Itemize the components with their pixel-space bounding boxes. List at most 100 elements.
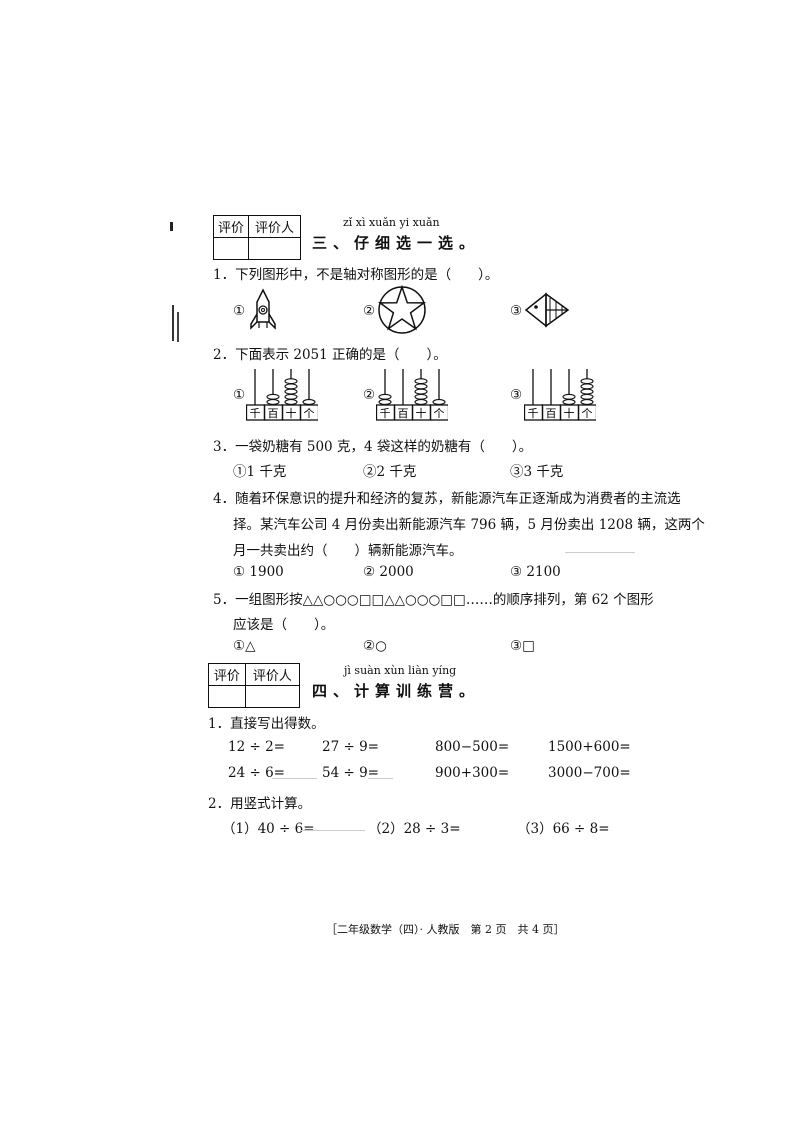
abacus-bead — [284, 393, 298, 400]
grader-label: 评价人 — [244, 663, 301, 686]
grade-cell[interactable] — [212, 237, 250, 260]
option-marker: ③ — [510, 387, 523, 403]
question-text: 月一共卖出约（ ）辆新能源汽车。 — [233, 543, 463, 559]
abacus-bead — [378, 399, 392, 405]
option-marker: ② — [363, 387, 376, 403]
calc-item: （1）40 ÷ 6= — [222, 821, 315, 837]
calc-item: （2）28 ÷ 3= — [368, 821, 461, 837]
option-2kg[interactable]: ②2 千克 — [363, 464, 417, 480]
place-box — [429, 404, 448, 421]
grade-box: 评价评价人 — [212, 215, 301, 260]
abacus-bead — [284, 399, 298, 405]
place-label: 百 — [398, 407, 409, 420]
place-label: 个 — [582, 407, 593, 420]
place-label: 百 — [546, 407, 557, 420]
place-box — [299, 404, 318, 421]
option-1900[interactable]: ① 1900 — [233, 564, 284, 580]
grade-cell[interactable] — [208, 685, 246, 708]
abacus-bead — [580, 399, 594, 405]
calc-item: 27 ÷ 9= — [322, 739, 379, 755]
abacus-bead — [284, 383, 298, 390]
abacus-bead — [302, 399, 316, 405]
grade-label: 评价 — [212, 215, 250, 238]
question-text: 择。某汽车公司 4 月份卖出新能源汽车 796 辆，5 月份卖出 1208 辆，… — [233, 517, 705, 533]
abacus-bead — [562, 399, 576, 405]
option-marker: ① — [233, 387, 246, 403]
place-label: 十 — [416, 406, 427, 420]
place-label: 十 — [286, 406, 297, 420]
abacus-bead — [580, 383, 594, 390]
abacus-bead — [284, 388, 298, 395]
option-marker: ② — [363, 303, 376, 319]
abacus-figure: 千百十个 — [376, 369, 448, 421]
abacus-bead — [284, 378, 298, 385]
abacus-bead — [266, 393, 280, 400]
section-pinyin: jì suàn xùn liàn yíng — [344, 664, 457, 677]
abacus-bead — [378, 393, 392, 400]
place-label: 千 — [250, 407, 261, 420]
option-2000[interactable]: ② 2000 — [363, 564, 414, 580]
option-marker: ① — [233, 303, 246, 319]
section-title: 三、仔细选一选。 — [312, 234, 481, 252]
place-box — [577, 404, 596, 421]
calc-item: 12 ÷ 2= — [228, 739, 285, 755]
option-square[interactable]: ③□ — [510, 638, 535, 654]
scan-mark — [177, 312, 179, 342]
grader-cell[interactable] — [244, 685, 301, 708]
fish-figure — [524, 292, 570, 328]
option-2100[interactable]: ③ 2100 — [510, 564, 561, 580]
section-pinyin: zǐ xì xuǎn yi xuǎn — [343, 216, 440, 229]
place-label: 千 — [380, 407, 391, 420]
option-3kg[interactable]: ③3 千克 — [510, 464, 564, 480]
place-label: 个 — [434, 407, 445, 420]
calc-item: 24 ÷ 6= — [228, 765, 285, 781]
abacus-figure: 千百十个 — [524, 369, 596, 421]
abacus-bead — [580, 378, 594, 385]
abacus-bead — [414, 388, 428, 395]
star-in-circle-figure — [377, 285, 427, 334]
abacus-bead — [580, 393, 594, 400]
calc-item: 900+300= — [435, 765, 510, 781]
abacus-bead — [580, 388, 594, 395]
faint-line — [565, 552, 635, 553]
option-circle[interactable]: ②○ — [363, 638, 387, 654]
abacus-bead — [432, 399, 446, 405]
abacus-figure: 千百十个 — [246, 369, 318, 421]
abacus-bead — [414, 393, 428, 400]
question-text: 5．一组图形按△△○○○□□△△○○○□□……的顺序排列，第 62 个图形 — [213, 592, 654, 608]
option-marker: ③ — [510, 303, 523, 319]
grade-label: 评价 — [208, 663, 246, 686]
place-label: 千 — [528, 407, 539, 420]
grader-label: 评价人 — [248, 215, 301, 238]
question-text: 3．一袋奶糖有 500 克，4 袋这样的奶糖有（ ）。 — [213, 439, 533, 455]
option-1kg[interactable]: ①1 千克 — [233, 464, 287, 480]
abacus-bead — [266, 399, 280, 405]
grader-cell[interactable] — [248, 237, 301, 260]
section-title: 四、计算训练营。 — [312, 682, 481, 700]
faint-line — [368, 778, 393, 779]
place-label: 个 — [304, 407, 315, 420]
place-label: 十 — [564, 406, 575, 420]
abacus-bead — [414, 383, 428, 390]
abacus-bead — [562, 393, 576, 400]
abacus-bead — [414, 399, 428, 405]
grade-box: 评价评价人 — [208, 663, 301, 708]
scan-mark — [172, 305, 174, 341]
question-text: 4．随着环保意识的提升和经济的复苏，新能源汽车正逐渐成为消费者的主流选 — [213, 491, 681, 507]
calc-item: 1500+600= — [548, 739, 631, 755]
calc-item: 54 ÷ 9= — [322, 765, 379, 781]
question-text: 2．用竖式计算。 — [208, 796, 312, 812]
question-text: 2．下面表示 2051 正确的是（ ）。 — [213, 347, 447, 363]
calc-item: 3000−700= — [548, 765, 631, 781]
abacus-bead — [414, 378, 428, 385]
calc-item: （3）66 ÷ 8= — [517, 821, 610, 837]
scan-mark — [170, 222, 173, 231]
question-text: 1．下列图形中，不是轴对称图形的是（ ）。 — [213, 267, 499, 283]
option-triangle[interactable]: ①△ — [233, 638, 256, 654]
calc-item: 800−500= — [435, 739, 510, 755]
rocket-figure — [250, 288, 276, 330]
place-label: 百 — [268, 407, 279, 420]
page-footer: ［二年级数学（四）· 人教版 第 2 页 共 4 页］ — [326, 923, 565, 936]
question-text: 1．直接写出得数。 — [208, 716, 325, 732]
faint-line — [272, 778, 317, 779]
